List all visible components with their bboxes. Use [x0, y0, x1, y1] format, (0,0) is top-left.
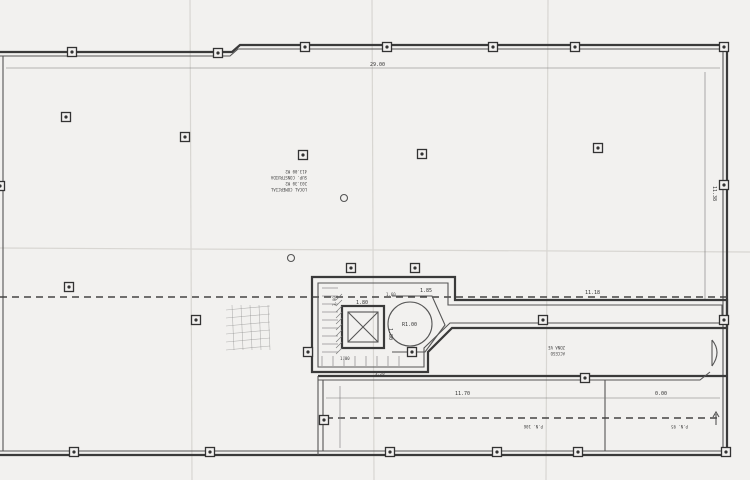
smudge-line [225, 305, 271, 311]
stair-steps [321, 287, 400, 366]
column-marker-center [183, 135, 187, 139]
dim-stair: 1.85 [420, 288, 432, 294]
dim-top: 29.00 [370, 62, 385, 68]
outer-wall-inner-line [0, 48, 724, 452]
hatch-line [335, 329, 343, 337]
smudge-line [258, 304, 262, 351]
smudge-line [231, 304, 235, 351]
smudge-line [225, 345, 271, 351]
hatch-line [335, 323, 343, 331]
smudge-line [225, 313, 271, 319]
column-marker-center [573, 45, 577, 49]
column-marker-center [722, 318, 726, 322]
column-marker-center [322, 418, 326, 422]
column-marker-center [64, 115, 68, 119]
lift-car [347, 311, 379, 343]
hatch-line [335, 299, 343, 307]
column-marker-center [388, 450, 392, 454]
dim-bottom-long: 11.70 [455, 391, 470, 397]
dim-core-a: 3.00 [332, 296, 337, 306]
room-label-line3: SUP. CONSTRUIDA [270, 175, 307, 180]
drain-point [339, 193, 349, 203]
room-label: LOCAL COMERCIAL 203.30 M2 SUP. CONSTRUID… [270, 169, 307, 192]
strip-label-right: P.N. 95 [671, 424, 688, 429]
dim-bottom-right: 0.00 [655, 391, 667, 397]
column-marker-center [385, 45, 389, 49]
column-marker-center [410, 350, 414, 354]
column-marker-center [208, 450, 212, 454]
smudge-line [225, 329, 271, 335]
hatch-line [335, 347, 343, 355]
column-marker-center [596, 146, 600, 150]
column-marker-center [420, 152, 424, 156]
column-marker [0, 180, 6, 192]
column-marker-center [194, 318, 198, 322]
circular-stair [387, 301, 433, 347]
lift-shaft [340, 304, 386, 350]
drain-point [286, 253, 296, 263]
dim-lift-h: 1.80 [387, 328, 393, 340]
column-marker-center [349, 266, 353, 270]
lift-cross [347, 311, 379, 343]
arrow-icon [712, 410, 720, 425]
outer-wall [0, 43, 729, 457]
smudge-line [240, 304, 244, 351]
dim-core-c: 3.20 [375, 371, 385, 376]
dim-shaft: 1.60 [386, 292, 396, 297]
column-marker-center [541, 318, 545, 322]
column-marker-center [722, 45, 726, 49]
hatch-line [335, 317, 343, 325]
lobby-label-2: ZONA VE [548, 345, 565, 350]
dim-mid-right: 11.18 [585, 290, 600, 296]
column-marker-center [67, 285, 71, 289]
paper-fold [371, 0, 375, 480]
column-marker-center [722, 183, 726, 187]
dim-lift-w: 1.80 [356, 300, 368, 306]
smudge-line [267, 304, 271, 351]
column-marker-center [72, 450, 76, 454]
smudge-line [225, 337, 271, 343]
column-marker-center [306, 350, 310, 354]
dim-circle: R1.00 [402, 322, 417, 328]
room-label-line1: LOCAL COMERCIAL [270, 187, 307, 192]
strip-label-mid: P.N. 106 [523, 424, 543, 429]
column-marker-center [301, 153, 305, 157]
room-label-line2: 203.30 M2 [285, 181, 307, 186]
column-marker-center [216, 51, 220, 55]
smudge-line [225, 321, 271, 327]
core-block-inner [317, 282, 723, 368]
column-marker-center [576, 450, 580, 454]
smudge-line [249, 304, 253, 351]
column-marker-center [70, 50, 74, 54]
column-marker-center [724, 450, 728, 454]
door-swing [711, 339, 718, 367]
hatch-line [335, 293, 343, 301]
dim-core-b: 1.00 [340, 356, 350, 361]
hatch-line [335, 341, 343, 349]
columns-group [0, 41, 732, 458]
lobby-label: ACCESO [550, 351, 565, 356]
column-marker-center [495, 450, 499, 454]
column-marker-center [0, 184, 2, 188]
hatch-line [335, 335, 343, 343]
hatch-smudge [225, 304, 271, 351]
column-marker-center [303, 45, 307, 49]
paper-fold [189, 0, 193, 480]
lower-strip-wall-inner [318, 371, 711, 381]
core-block [310, 275, 729, 374]
paper-fold [0, 247, 750, 253]
paper-fold [545, 0, 549, 480]
hatch-line [335, 311, 343, 319]
room-label-line4: 413.00 M2 [285, 169, 307, 174]
hatch-line [335, 305, 343, 313]
dim-right: 11.38 [711, 186, 717, 201]
column-marker-center [583, 376, 587, 380]
column-marker-center [491, 45, 495, 49]
shaft-hatch [335, 293, 343, 355]
column-marker-center [413, 266, 417, 270]
